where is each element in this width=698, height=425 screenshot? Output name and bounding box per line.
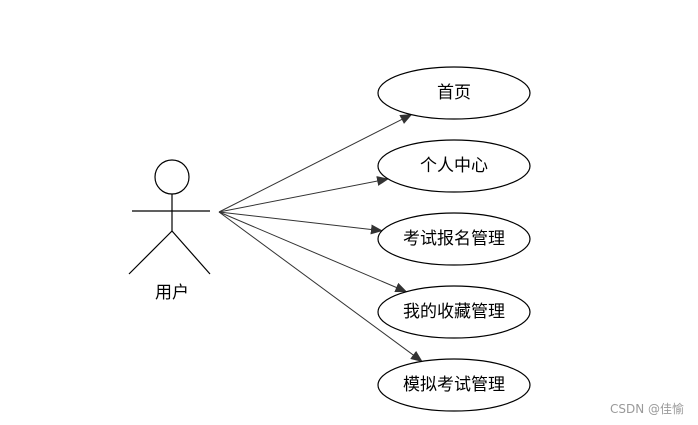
watermark: CSDN @佳愉 — [609, 402, 684, 416]
association-arrow — [218, 176, 390, 213]
use-case-ellipse — [377, 66, 531, 120]
actor-left-leg — [128, 230, 173, 275]
use-case-ellipse — [377, 139, 531, 193]
use-case-label: 模拟考试管理 — [403, 375, 505, 395]
use-case-label: 个人中心 — [420, 156, 488, 176]
association-arrow — [218, 114, 413, 213]
association-arrow — [218, 211, 408, 293]
use-case-ellipse — [377, 358, 531, 412]
use-case-ellipse — [377, 285, 531, 339]
actor-right-leg — [171, 230, 211, 275]
use-case-label: 首页 — [437, 83, 471, 103]
use-case-label: 我的收藏管理 — [403, 302, 505, 322]
use-case-label: 考试报名管理 — [403, 229, 505, 249]
actor-user — [128, 159, 211, 275]
association-arrow — [218, 211, 383, 235]
use-case-ellipse — [377, 212, 531, 266]
association-arrow — [218, 211, 423, 363]
actor-head — [154, 159, 190, 195]
actor-label: 用户 — [155, 283, 189, 303]
